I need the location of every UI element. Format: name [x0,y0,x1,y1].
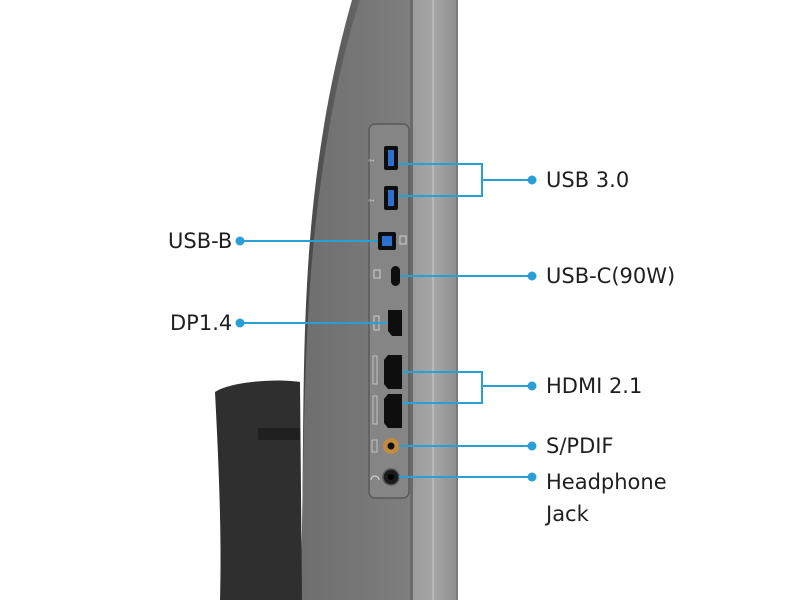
ports: ⟟ ⟟ [367,146,407,486]
usb-a-port-2 [384,186,398,210]
leader-hdmi [402,371,483,404]
label-usbb: USB-B [168,229,233,253]
stand-neck [215,380,302,600]
headphone-icon [370,475,380,481]
headphone-port-hole [388,474,394,480]
dot-usbb [235,236,245,246]
dot-dp [235,318,245,328]
label-dp: DP1.4 [170,311,233,335]
usb-a-port-1 [384,146,398,170]
dot-spdif [527,441,537,451]
stand-slot [258,428,300,440]
monitor-body [215,0,458,600]
label-usb30: USB 3.0 [546,168,630,192]
dot-hdmi [527,381,537,391]
spdif-port-hole [387,442,395,450]
usb-trident-icon: ⟟ [367,199,376,202]
hdmi-icon [372,355,378,385]
leader-lines [240,163,532,478]
label-usbc: USB-C(90W) [546,264,676,288]
leader-dots [235,175,537,482]
dot-usb30 [527,175,537,185]
label-spdif: S/PDIF [546,434,614,458]
dot-headphone [527,472,537,482]
hdmi-icon [372,395,378,425]
label-hdmi: HDMI 2.1 [546,374,643,398]
bezel-edge-line [410,0,413,600]
label-headphone: Headphone Jack [546,470,667,526]
bezel-outer-line [456,0,458,600]
usb-c-port [391,266,400,286]
usb-b-icon [399,235,407,245]
dot-usbc [527,271,537,281]
usb-c-icon [373,269,381,279]
displayport-port [388,310,402,336]
spdif-icon [371,439,378,453]
usb-trident-icon: ⟟ [367,159,376,162]
usb-b-port [378,232,396,250]
hdmi-port-1 [384,355,402,389]
bezel-highlight [432,0,434,600]
hdmi-port-2 [384,394,402,428]
